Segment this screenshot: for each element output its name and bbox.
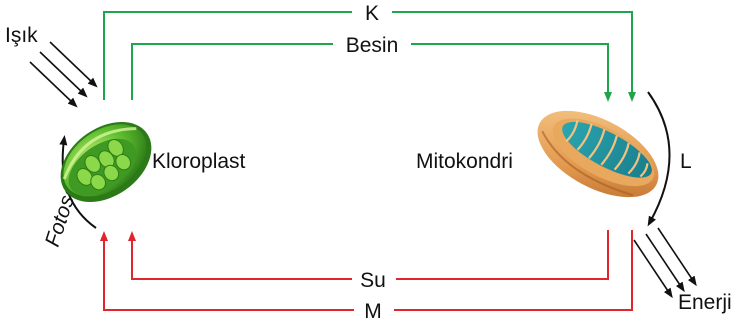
label-kloroplast: Kloroplast <box>152 150 246 173</box>
mitochondrion-organelle-icon <box>537 110 659 198</box>
label-l: L <box>680 150 692 173</box>
light-arrows <box>29 41 98 108</box>
energy-arrows <box>633 227 697 299</box>
chloroplast-organelle-icon <box>60 122 152 202</box>
label-mitokondri: Mitokondri <box>416 150 513 173</box>
label-su: Su <box>360 269 386 292</box>
label-isik: Işık <box>5 24 38 47</box>
label-besin: Besin <box>346 34 399 57</box>
label-enerji: Enerji <box>678 291 732 314</box>
label-k: K <box>365 2 379 25</box>
respiration-curve-arrow <box>647 91 671 227</box>
label-m: M <box>364 300 382 323</box>
